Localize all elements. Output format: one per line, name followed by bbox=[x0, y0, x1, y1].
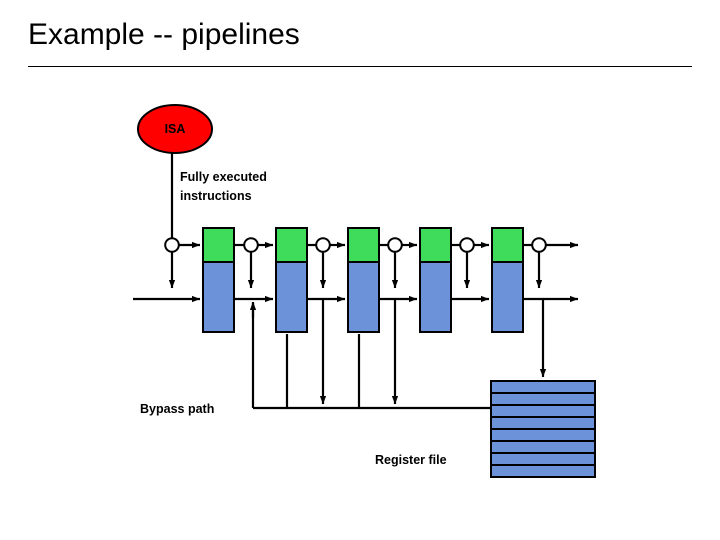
page-title: Example -- pipelines bbox=[28, 18, 300, 51]
junction-circle-4 bbox=[387, 237, 403, 253]
stage-2-top-block bbox=[275, 227, 308, 263]
stage-5-top-block bbox=[491, 227, 524, 263]
stage-2-bottom-block bbox=[275, 261, 308, 333]
pipeline-stage-3[interactable] bbox=[347, 227, 380, 333]
fully-executed-line-2: instructions bbox=[180, 189, 252, 203]
stage-4-bottom-block bbox=[419, 261, 452, 333]
junction-circle-3 bbox=[315, 237, 331, 253]
stage-5-bottom-block bbox=[491, 261, 524, 333]
stage-4-top-block bbox=[419, 227, 452, 263]
register-file-row-1 bbox=[490, 380, 596, 394]
register-file-row-3 bbox=[490, 404, 596, 418]
stage-1-top-block bbox=[202, 227, 235, 263]
register-file-block[interactable] bbox=[490, 380, 596, 478]
register-file-label: Register file bbox=[375, 453, 447, 467]
register-file-row-4 bbox=[490, 416, 596, 430]
register-file-row-2 bbox=[490, 392, 596, 406]
register-file-row-8 bbox=[490, 464, 596, 478]
fully-executed-instructions-label: Fully executed instructions bbox=[180, 168, 267, 206]
title-divider bbox=[28, 66, 692, 67]
register-file-row-7 bbox=[490, 452, 596, 466]
junction-circle-6 bbox=[531, 237, 547, 253]
junction-circle-1 bbox=[164, 237, 180, 253]
stage-1-bottom-block bbox=[202, 261, 235, 333]
pipeline-stage-4[interactable] bbox=[419, 227, 452, 333]
pipeline-stages bbox=[202, 227, 524, 333]
isa-ellipse[interactable] bbox=[137, 104, 213, 154]
register-file-row-6 bbox=[490, 440, 596, 454]
stage-3-bottom-block bbox=[347, 261, 380, 333]
stage-3-top-block bbox=[347, 227, 380, 263]
junction-circles bbox=[164, 237, 547, 253]
pipeline-stage-5[interactable] bbox=[491, 227, 524, 333]
junction-circle-2 bbox=[243, 237, 259, 253]
register-file-row-5 bbox=[490, 428, 596, 442]
bypass-path-label: Bypass path bbox=[140, 402, 215, 416]
pipeline-stage-2[interactable] bbox=[275, 227, 308, 333]
pipeline-stage-1[interactable] bbox=[202, 227, 235, 333]
fully-executed-line-1: Fully executed bbox=[180, 170, 267, 184]
junction-circle-5 bbox=[459, 237, 475, 253]
